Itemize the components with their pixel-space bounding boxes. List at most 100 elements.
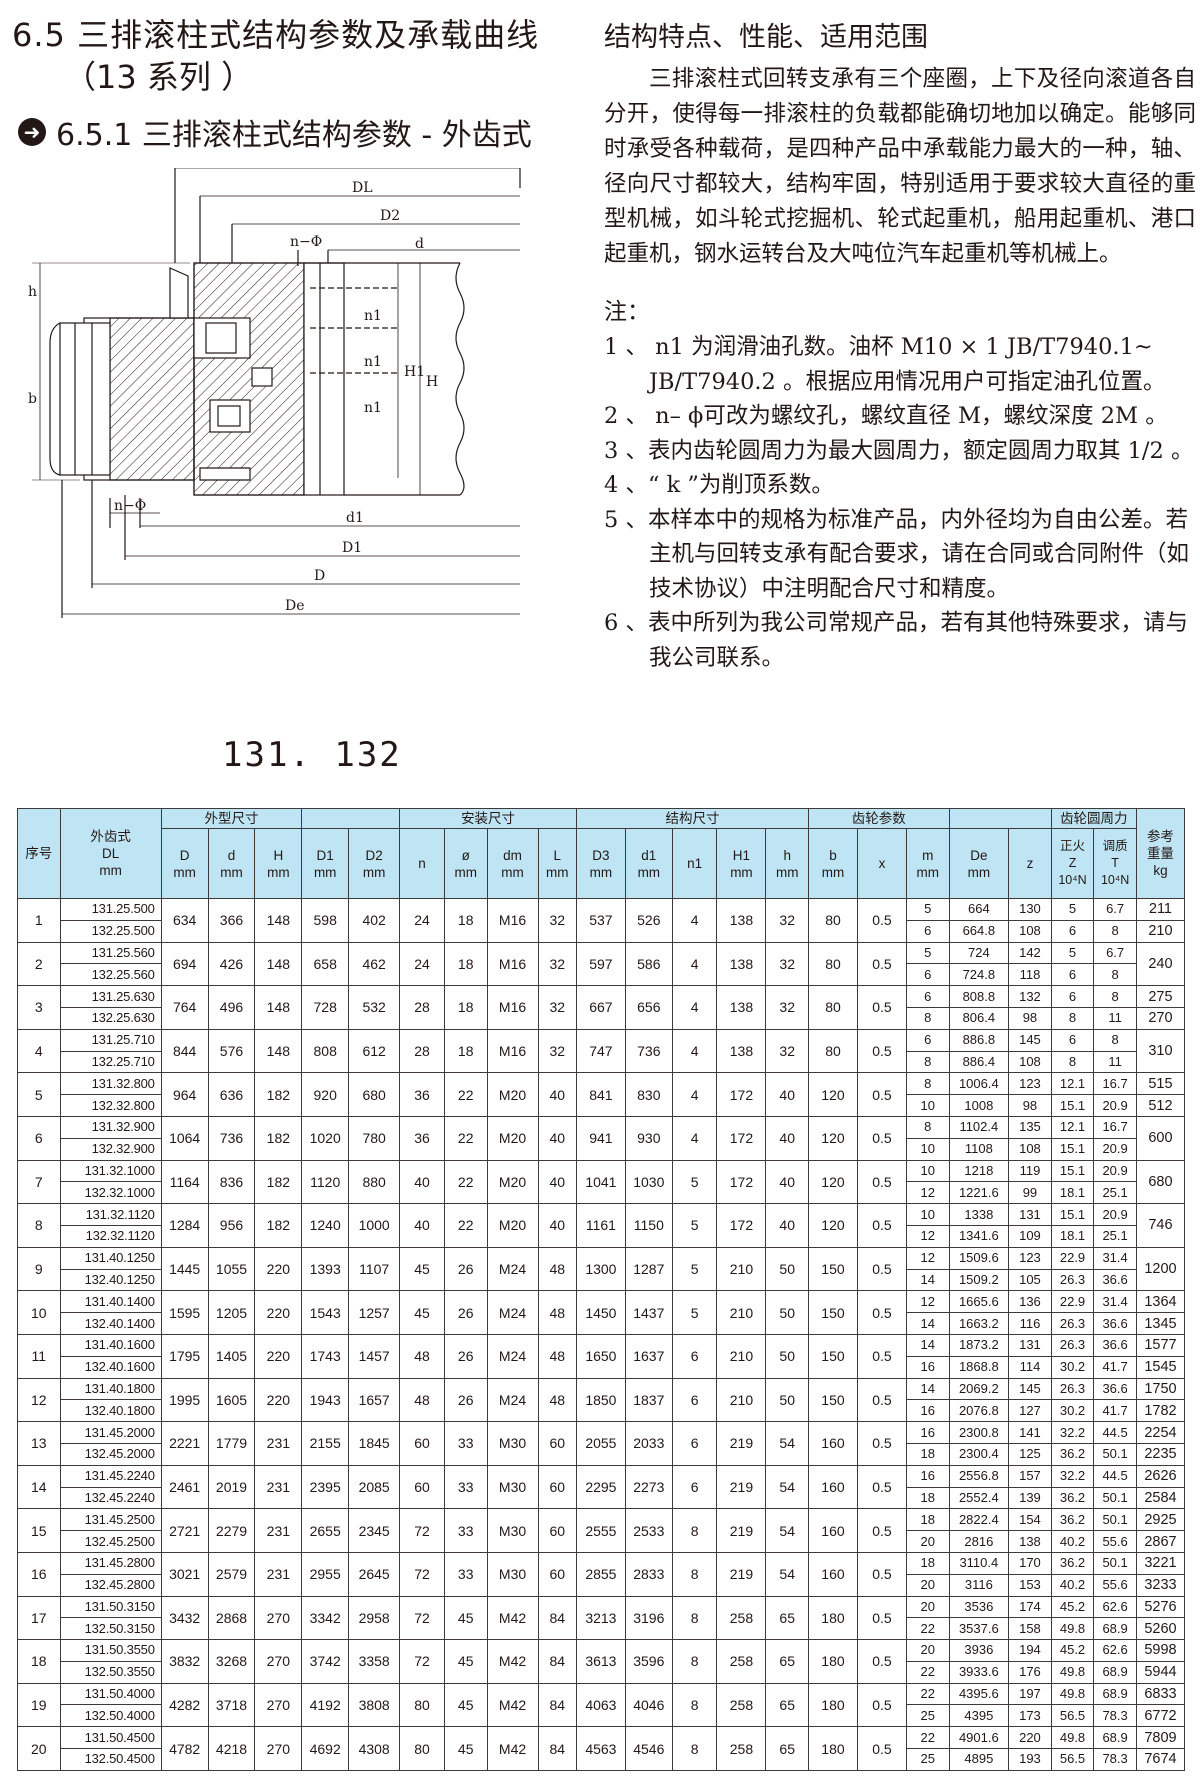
cell-weight: 515 — [1135, 1072, 1186, 1096]
cell-De: 2069.2 — [948, 1377, 1010, 1401]
label-D2: D2 — [380, 208, 400, 224]
cell-De: 808.8 — [948, 985, 1010, 1008]
cell-n: 36 — [399, 1115, 445, 1161]
spec-table-head: 序号 外齿式 DL mm 外型尺寸 安装尺寸 结构尺寸 齿轮参数 齿轮圆周力 参… — [17, 808, 1186, 899]
cell-L: 84 — [537, 1682, 577, 1728]
cell-n1: 4 — [671, 941, 718, 987]
cell-D3: 2855 — [575, 1551, 626, 1597]
cell-D: 2461 — [160, 1464, 209, 1510]
cell-D3: 2555 — [575, 1508, 626, 1553]
cell-Fz: 5 — [1050, 898, 1095, 921]
cell-H: 270 — [254, 1726, 303, 1771]
cell-D3: 3213 — [575, 1595, 626, 1641]
cell-weight: 1364 — [1135, 1290, 1186, 1314]
cell-L: 48 — [537, 1290, 577, 1335]
cell-D1: 1743 — [301, 1333, 350, 1379]
cell-n1: 4 — [671, 898, 718, 943]
cell-De: 664.8 — [948, 919, 1010, 943]
cell-Fz: 12.1 — [1050, 1072, 1095, 1096]
cell-dm: M20 — [486, 1159, 539, 1205]
cell-Ft: 50.1 — [1093, 1508, 1137, 1532]
cell-D1: 4192 — [301, 1682, 350, 1728]
cell-n1: 6 — [671, 1377, 718, 1423]
cell-dm: M16 — [486, 985, 539, 1030]
cell-phi: 45 — [443, 1595, 488, 1641]
cell-De: 1509.6 — [948, 1246, 1010, 1270]
cell-D1: 1393 — [301, 1246, 350, 1292]
cell-m: 12 — [905, 1290, 950, 1314]
cell-D2: 1107 — [348, 1246, 401, 1292]
cell-z: 114 — [1008, 1355, 1052, 1379]
cell-D2: 4308 — [348, 1726, 401, 1771]
label-b: b — [28, 391, 37, 407]
cell-L: 40 — [537, 1072, 577, 1117]
cell-weight: 5260 — [1135, 1617, 1186, 1641]
cell-L: 84 — [537, 1595, 577, 1641]
cell-D: 844 — [160, 1028, 209, 1074]
cell-Fz: 45.2 — [1050, 1595, 1095, 1619]
cell-phi: 26 — [443, 1377, 488, 1423]
subsection-title: ➜ 6.5.1 三排滚柱式结构参数 - 外齿式 — [18, 110, 532, 154]
cell-d1: 2273 — [624, 1464, 673, 1510]
cell-z: 138 — [1008, 1530, 1052, 1553]
cell-x: 0.5 — [856, 1421, 907, 1466]
cell-z: 135 — [1008, 1115, 1052, 1139]
col-d: d mm — [207, 828, 256, 899]
cell-phi: 22 — [443, 1159, 488, 1205]
group-blank-2 — [948, 808, 1052, 829]
cell-D2: 3358 — [348, 1639, 401, 1684]
figure-caption: 131. 132 — [222, 735, 402, 775]
cell-De: 2816 — [948, 1530, 1010, 1553]
cell-H: 148 — [254, 985, 303, 1030]
cell-m: 10 — [905, 1159, 950, 1183]
label-d: d — [415, 236, 424, 252]
cell-z: 123 — [1008, 1246, 1052, 1270]
cell-weight: 6772 — [1135, 1704, 1186, 1728]
cell-Ft: 36.6 — [1093, 1377, 1137, 1401]
cell-D2: 532 — [348, 985, 401, 1030]
col-n1: n1 — [671, 828, 718, 899]
cell-z: 194 — [1008, 1639, 1052, 1662]
cell-d: 3718 — [207, 1682, 256, 1728]
cell-d: 2579 — [207, 1551, 256, 1597]
cell-D3: 747 — [575, 1028, 626, 1074]
cell-Fz: 36.2 — [1050, 1486, 1095, 1510]
cell-De: 664 — [948, 898, 1010, 921]
cell-z: 197 — [1008, 1682, 1052, 1706]
cell-d: 3268 — [207, 1639, 256, 1684]
label-H1: H1 — [404, 364, 425, 380]
cell-De: 4395.6 — [948, 1682, 1010, 1706]
cell-Ft: 36.6 — [1093, 1268, 1137, 1292]
cell-b: 160 — [808, 1421, 858, 1466]
cell-x: 0.5 — [856, 1639, 907, 1684]
cell-m: 20 — [905, 1595, 950, 1619]
cell-n1: 4 — [671, 985, 718, 1030]
cell-De: 1008 — [948, 1094, 1010, 1117]
cell-phi: 26 — [443, 1290, 488, 1335]
cell-n1: 8 — [671, 1508, 718, 1553]
cell-d: 1605 — [207, 1377, 256, 1423]
cell-model-132: 132.50.3150 — [59, 1617, 162, 1641]
cell-Ft: 16.7 — [1093, 1115, 1137, 1139]
cell-Fz: 6 — [1050, 1028, 1095, 1052]
cell-Fz: 56.5 — [1050, 1704, 1095, 1728]
cell-model-132: 132.45.2800 — [59, 1573, 162, 1597]
cell-x: 0.5 — [856, 1028, 907, 1074]
cell-D1: 3742 — [301, 1639, 350, 1684]
cell-n: 45 — [399, 1246, 445, 1292]
cell-d1: 736 — [624, 1028, 673, 1074]
cell-D3: 1041 — [575, 1159, 626, 1205]
cell-dm: M24 — [486, 1246, 539, 1292]
cell-x: 0.5 — [856, 1203, 907, 1248]
cell-D1: 2955 — [301, 1551, 350, 1597]
cell-model-132: 132.32.800 — [59, 1094, 162, 1117]
cell-model-132: 132.50.4000 — [59, 1704, 162, 1728]
label-DL: DL — [352, 180, 373, 196]
cell-d1: 526 — [624, 898, 673, 943]
cell-model-131: 131.45.2500 — [59, 1508, 162, 1532]
cell-n: 80 — [399, 1726, 445, 1771]
